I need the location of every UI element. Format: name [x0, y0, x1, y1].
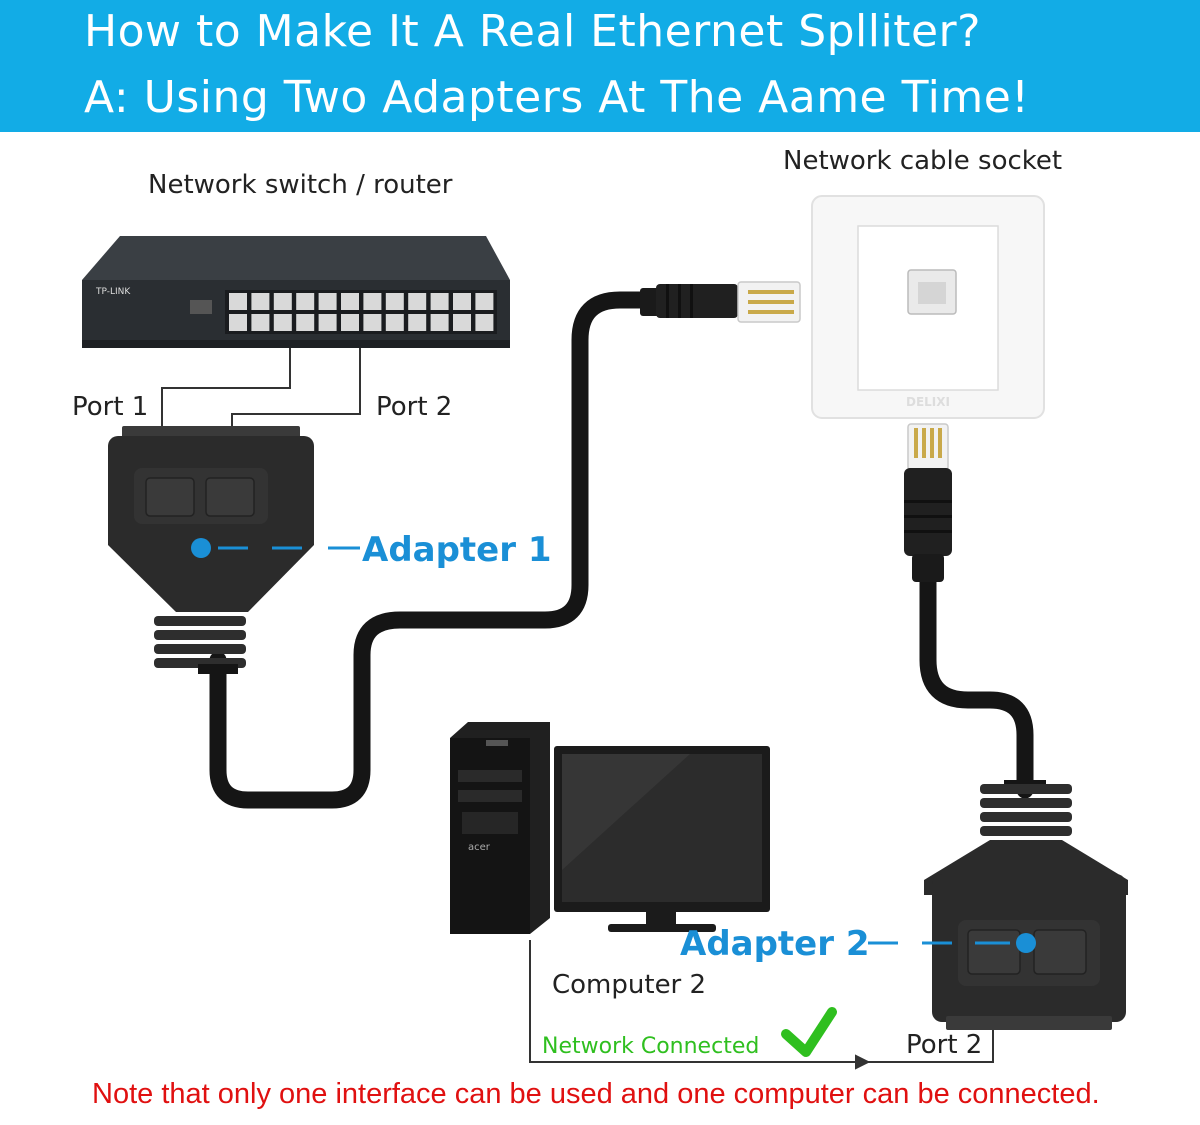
footnote: Note that only one interface can be used… — [92, 1080, 1100, 1109]
socket-brand-label: DELIXI — [906, 395, 950, 409]
network-switch: TP-LINK — [82, 236, 510, 348]
switch-brand-label: TP-LINK — [95, 287, 131, 297]
switch-port — [431, 293, 449, 310]
switch-port — [319, 293, 337, 310]
adapter-2 — [924, 780, 1128, 1030]
port2-bottom-label: Port 2 — [906, 1032, 982, 1058]
socket-label: Network cable socket — [783, 148, 1062, 174]
switch-port — [408, 293, 426, 310]
computer-label: Computer 2 — [552, 972, 706, 998]
connected-check-icon — [786, 1012, 832, 1052]
switch-port — [296, 293, 314, 310]
switch-port — [363, 293, 381, 310]
switch-port — [408, 314, 426, 331]
switch-port — [341, 293, 359, 310]
ethernet-plug-bottom — [904, 424, 952, 582]
cable-socket-to-adapter2 — [928, 575, 1025, 790]
switch-port — [251, 293, 269, 310]
switch-port — [431, 314, 449, 331]
adapter1-label: Adapter 1 — [362, 533, 552, 567]
switch-port — [274, 293, 292, 310]
pc-brand-label: acer — [468, 842, 491, 853]
switch-port — [341, 314, 359, 331]
adapter2-label: Adapter 2 — [680, 927, 870, 961]
switch-to-adapter1-wires — [162, 348, 360, 428]
port2-top-label: Port 2 — [376, 394, 452, 420]
adapter-1 — [108, 426, 314, 674]
switch-port — [453, 293, 471, 310]
ethernet-plug-top — [640, 282, 800, 322]
computer-tower: acer — [450, 722, 550, 934]
switch-port — [229, 314, 247, 331]
network-connected-label: Network Connected — [542, 1036, 759, 1058]
switch-port — [274, 314, 292, 331]
switch-port — [251, 314, 269, 331]
switch-port — [453, 314, 471, 331]
network-socket: DELIXI — [812, 196, 1044, 418]
port1-label: Port 1 — [72, 394, 148, 420]
switch-port — [475, 293, 493, 310]
switch-port — [319, 314, 337, 331]
switch-port — [386, 314, 404, 331]
switch-port — [363, 314, 381, 331]
switch-port — [296, 314, 314, 331]
computer-monitor — [554, 746, 770, 932]
switch-port — [386, 293, 404, 310]
switch-label: Network switch / router — [148, 172, 453, 198]
switch-port — [229, 293, 247, 310]
switch-port — [475, 314, 493, 331]
